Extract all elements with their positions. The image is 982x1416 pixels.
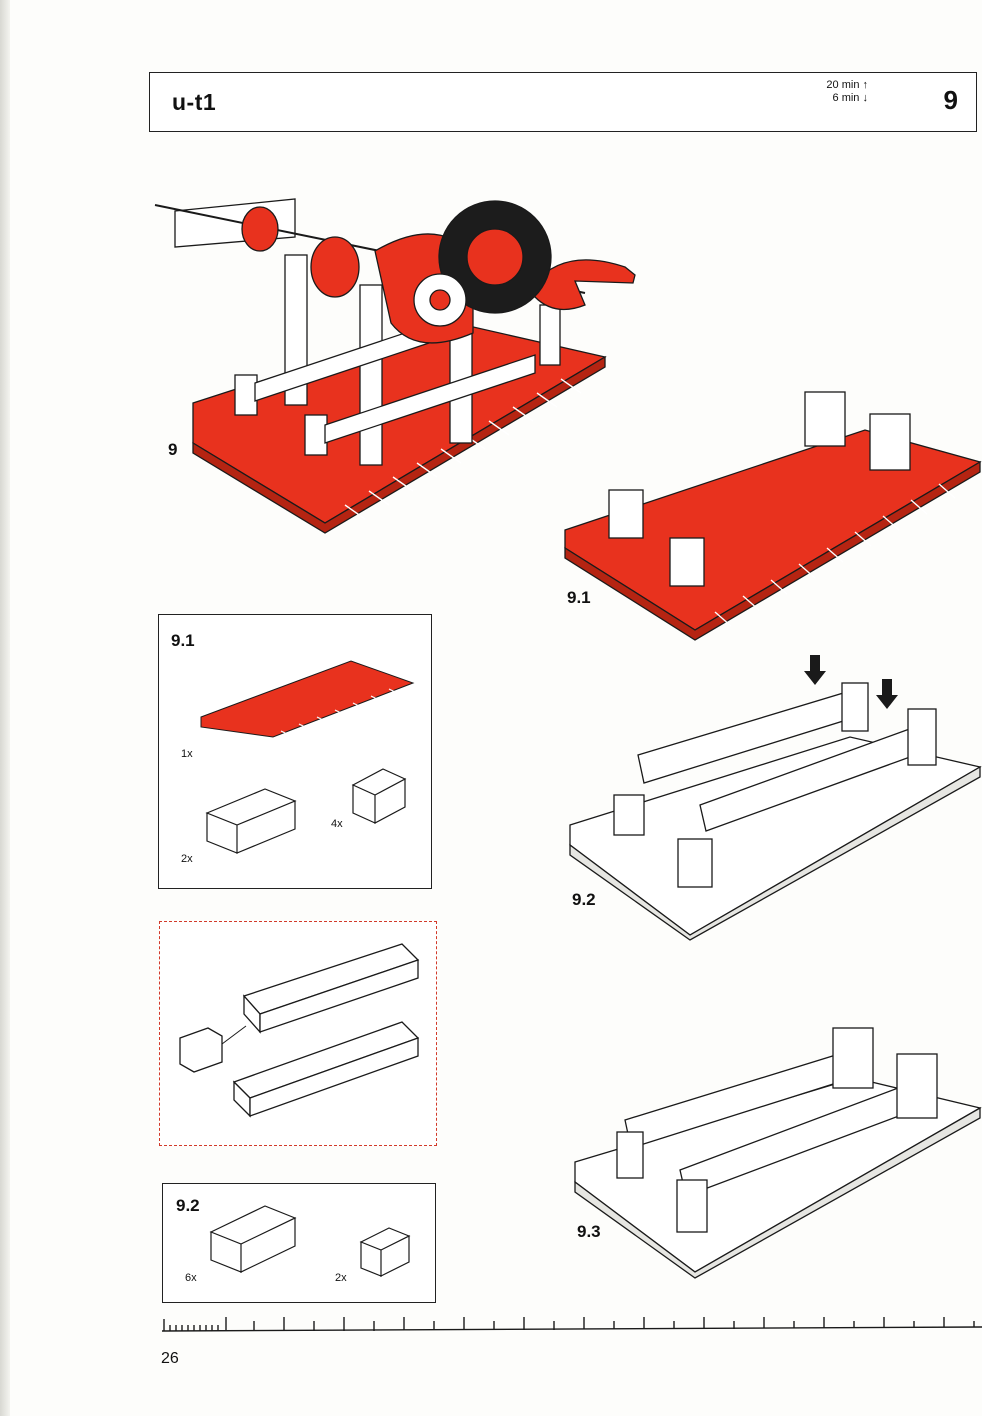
- step-9-3-illustration: [574, 1027, 982, 1279]
- book-spine: [0, 0, 10, 1416]
- build-times: 20 min ↑ 6 min ↓: [810, 79, 868, 105]
- block-part-icon: [205, 788, 297, 854]
- step-9-2-label: 9.2: [572, 890, 596, 909]
- step-9-3-label: 9.3: [577, 1222, 601, 1241]
- beam-assembly-illustration: [179, 943, 420, 1118]
- step-9-1-label: 9.1: [567, 588, 591, 607]
- subassembly-panel: [159, 921, 437, 1146]
- block-quantity: 2x: [181, 853, 193, 865]
- plate-part-icon: [200, 660, 415, 738]
- time-down: 6 min ↓: [832, 92, 868, 104]
- main-step-label: 9: [168, 440, 178, 459]
- model-code: u-t1: [172, 89, 217, 115]
- parts-panel-9-2: 9.2 6x 2x: [162, 1183, 436, 1303]
- step-9-1-illustration: [564, 391, 982, 641]
- small-block-part-icon: [351, 768, 407, 824]
- parts-9-1-title: 9.1: [171, 631, 195, 650]
- step-number: 9: [943, 85, 958, 115]
- header-bar: u-t1 20 min ↑ 6 min ↓ 9: [149, 72, 977, 132]
- block-quantity-2: 6x: [185, 1272, 197, 1284]
- measuring-ruler: [161, 1317, 982, 1332]
- parts-9-2-title: 9.2: [176, 1196, 200, 1215]
- small-block-quantity-2: 2x: [335, 1272, 347, 1284]
- assembled-model-illustration: [154, 198, 636, 534]
- step-9-2-illustration: [569, 655, 982, 941]
- small-block-quantity: 4x: [331, 818, 343, 830]
- parts-panel-9-1: 9.1 1x 2x 4x: [158, 614, 432, 889]
- small-block-part-icon-2: [359, 1227, 411, 1277]
- page-number: 26: [161, 1350, 179, 1367]
- block-part-icon-2: [209, 1205, 297, 1273]
- time-up: 20 min ↑: [826, 79, 868, 91]
- plate-quantity: 1x: [181, 748, 193, 760]
